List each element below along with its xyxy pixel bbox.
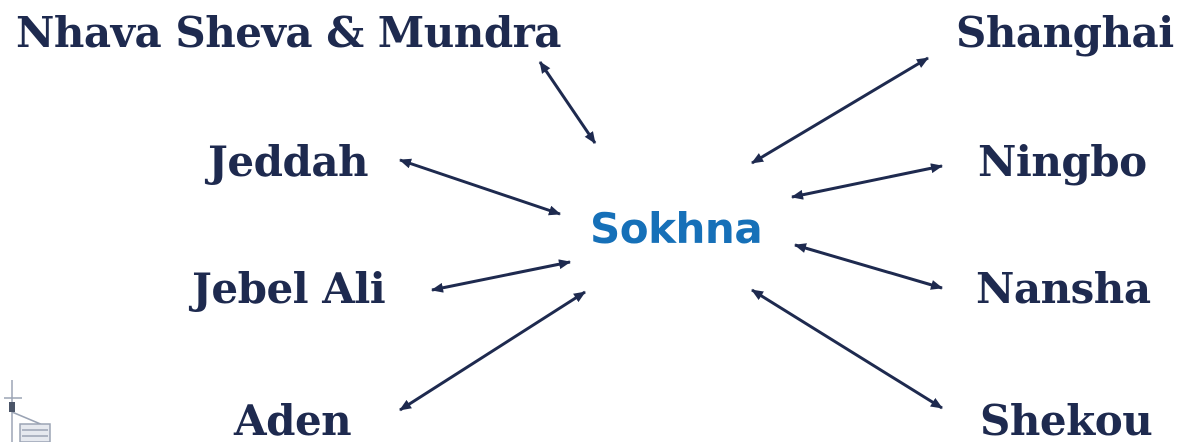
arrow-jeddah [399,158,561,216]
port-aden: Aden [234,396,352,445]
arrow-nansha [794,243,943,290]
arrow-shekou [751,288,943,410]
arrow-aden [399,290,586,412]
arrow-nhava-sheva [538,61,597,144]
arrow-shanghai [751,56,929,165]
arrow-ningbo [791,163,943,200]
port-shekou: Shekou [980,396,1153,445]
ship-mast-icon [4,380,51,442]
port-nansha: Nansha [976,264,1151,313]
port-jebel-ali: Jebel Ali [192,264,386,313]
port-jeddah: Jeddah [208,137,369,186]
hub-port-label: Sokhna [590,204,763,253]
port-ningbo: Ningbo [978,137,1147,186]
arrow-jebel-ali [431,259,571,293]
port-nhava-sheva-mundra: Nhava Sheva & Mundra [16,8,562,57]
port-shanghai: Shanghai [956,8,1174,57]
